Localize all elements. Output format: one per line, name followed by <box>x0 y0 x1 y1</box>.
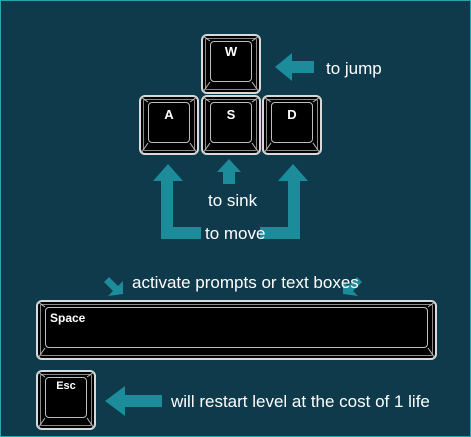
esc-key-label: Esc <box>56 380 76 392</box>
w-key-label: W <box>224 44 238 59</box>
sink-arrow-icon <box>217 159 241 184</box>
restart-caption: will restart level at the cost of 1 life <box>171 392 430 411</box>
a-key-cap <box>148 102 190 143</box>
jump-caption: to jump <box>326 59 382 78</box>
activate-caption: activate prompts or text boxes <box>132 273 359 292</box>
key-bevel-lines <box>38 372 94 428</box>
jump-arrow-icon <box>275 53 314 81</box>
d-key-label: D <box>287 107 297 122</box>
space-key: Space <box>36 300 437 360</box>
move-caption: to move <box>205 224 266 243</box>
key-bevel-lines <box>141 97 197 153</box>
activate-left-arrow-icon <box>104 277 123 296</box>
a-key-label: A <box>164 107 174 122</box>
space-key-label: Space <box>50 311 86 325</box>
space-key-cap <box>45 307 428 348</box>
s-key: S <box>201 95 261 155</box>
w-key: W <box>201 34 261 94</box>
d-key: D <box>262 95 322 155</box>
d-key-cap <box>271 102 313 143</box>
key-bevel-lines <box>38 302 435 358</box>
key-bevel-lines <box>203 97 259 153</box>
move-right-arrow-icon <box>260 164 308 239</box>
restart-arrow-icon <box>105 386 162 416</box>
s-key-cap <box>210 102 252 143</box>
move-left-arrow-icon <box>153 164 201 239</box>
activate-right-arrow-icon <box>343 277 362 296</box>
w-key-cap <box>210 41 252 82</box>
s-key-label: S <box>226 107 236 122</box>
esc-key: Esc <box>36 370 96 430</box>
a-key: A <box>139 95 199 155</box>
esc-key-cap <box>45 377 87 418</box>
sink-caption: to sink <box>208 191 258 210</box>
key-bevel-lines <box>264 97 320 153</box>
key-bevel-lines <box>203 36 259 92</box>
